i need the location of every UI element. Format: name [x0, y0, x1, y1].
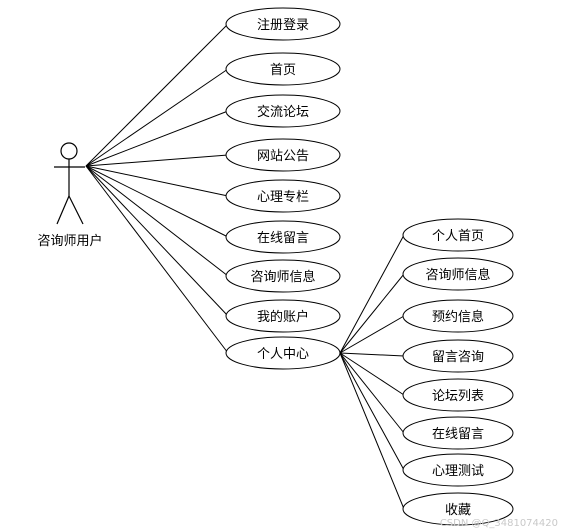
sub-use-case-1: 个人首页 [402, 218, 514, 252]
use-case-3-ellipse [225, 94, 341, 128]
hub-to-sub-use-case-line [339, 352, 405, 471]
hub-to-sub-use-case-line [339, 352, 405, 396]
sub-use-case-3: 预约信息 [402, 299, 514, 333]
use-case-1: 注册登录 [225, 7, 341, 41]
actor-to-use-case-line [85, 165, 229, 354]
use-case-6-label: 在线留言 [257, 231, 309, 246]
sub-use-case-6-label: 在线留言 [432, 427, 484, 442]
use-case-5-ellipse [225, 179, 341, 213]
actor-to-use-case-line [85, 110, 229, 167]
hub-to-sub-use-case-line [339, 352, 405, 357]
actor-to-use-case-line [85, 165, 229, 238]
use-case-5-label: 心理专栏 [257, 190, 309, 205]
hub-to-sub-use-case-line [339, 352, 405, 434]
actor: 咨询师用户 [37, 142, 103, 249]
sub-use-case-6: 在线留言 [402, 416, 514, 450]
use-case-4-label: 网站公告 [257, 149, 309, 164]
sub-use-case-7-ellipse [402, 453, 514, 487]
sub-use-case-2-label: 咨询师信息 [425, 267, 490, 283]
use-case-2-ellipse [225, 52, 341, 86]
actor-to-use-case-line [85, 154, 229, 167]
use-case-3-label: 交流论坛 [257, 104, 309, 120]
sub-use-case-3-ellipse [402, 299, 514, 333]
sub-use-case-5-ellipse [402, 378, 514, 412]
actor-to-use-case-line [85, 165, 229, 317]
sub-use-case-2-ellipse [402, 257, 514, 291]
use-case-7-ellipse [225, 259, 341, 293]
actor-head [60, 142, 78, 160]
sub-use-case-8: 收藏 [402, 492, 514, 526]
actor-label: 咨询师用户 [37, 233, 102, 249]
use-case-4-ellipse [225, 138, 341, 172]
hub-to-sub-use-case-line [339, 273, 405, 354]
sub-use-case-1-label: 个人首页 [432, 229, 484, 244]
use-case-2-label: 首页 [270, 63, 296, 78]
use-case-1-label: 注册登录 [257, 18, 309, 33]
actor-right-leg [68, 195, 84, 225]
actor-to-use-case-line [85, 165, 229, 277]
use-case-8-ellipse [225, 299, 341, 333]
sub-use-case-8-ellipse [402, 492, 514, 526]
sub-use-case-4-label: 留言咨询 [432, 350, 484, 365]
sub-use-case-4-ellipse [402, 339, 514, 373]
association-lines [85, 23, 405, 510]
sub-use-case-4: 留言咨询 [402, 339, 514, 373]
sub-use-case-3-label: 预约信息 [432, 309, 484, 325]
watermark: CSDN @Q_3481074420 [440, 518, 558, 529]
hub-to-sub-use-case-line [339, 315, 405, 354]
use-case-5: 心理专栏 [225, 179, 341, 213]
use-case-1-ellipse [225, 7, 341, 41]
use-case-7: 咨询师信息 [225, 259, 341, 293]
actor-left-leg [56, 195, 70, 225]
sub-use-case-5-label: 论坛列表 [432, 389, 484, 404]
use-case-6: 在线留言 [225, 220, 341, 254]
use-case-9: 个人中心 [225, 336, 341, 370]
use-case-7-label: 咨询师信息 [250, 269, 315, 285]
actor-to-use-case-line [85, 23, 229, 167]
hub-to-sub-use-case-line [339, 352, 405, 510]
use-case-9-label: 个人中心 [257, 347, 309, 362]
use-case-8-label: 我的账户 [257, 309, 309, 325]
sub-use-case-7-label: 心理测试 [432, 464, 484, 479]
hub-to-sub-use-case-line [339, 234, 405, 354]
use-case-6-ellipse [225, 220, 341, 254]
sub-use-case-7: 心理测试 [402, 453, 514, 487]
sub-use-case-1-ellipse [402, 218, 514, 252]
sub-use-case-5: 论坛列表 [402, 378, 514, 412]
sub-use-case-2: 咨询师信息 [402, 257, 514, 291]
actor-to-use-case-line [85, 165, 229, 197]
actor-to-use-case-line [85, 68, 229, 167]
use-case-4: 网站公告 [225, 138, 341, 172]
use-case-9-ellipse [225, 336, 341, 370]
use-case-nodes: 注册登录首页交流论坛网站公告心理专栏在线留言咨询师信息我的账户个人中心个人首页咨… [225, 7, 514, 526]
sub-use-case-6-ellipse [402, 416, 514, 450]
use-case-2: 首页 [225, 52, 341, 86]
use-case-3: 交流论坛 [225, 94, 341, 128]
use-case-8: 我的账户 [225, 299, 341, 333]
sub-use-case-8-label: 收藏 [445, 503, 471, 518]
